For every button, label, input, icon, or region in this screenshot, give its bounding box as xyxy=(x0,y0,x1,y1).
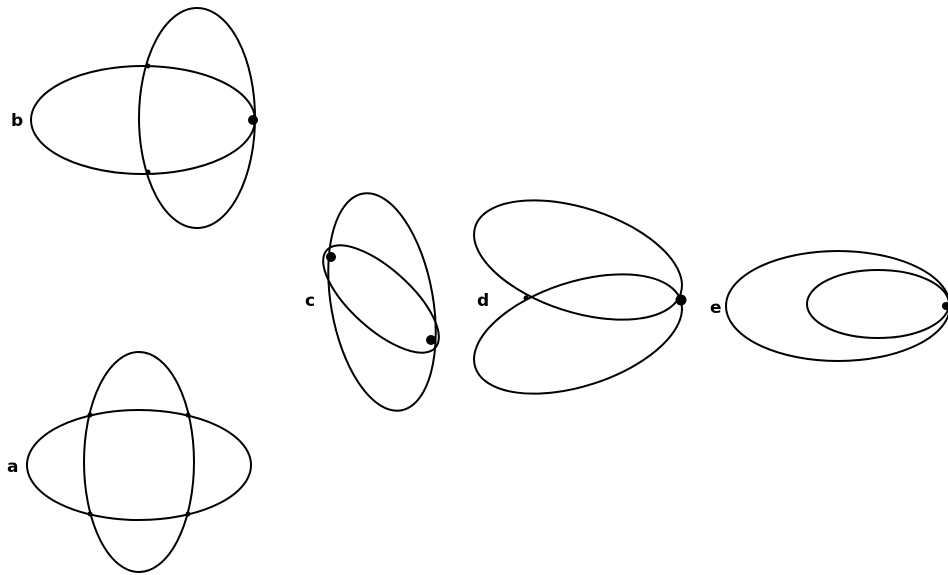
panel-c-tangency-point xyxy=(326,252,336,262)
panel-a-intersection-point xyxy=(87,511,93,517)
panel-e-outer-ellipse xyxy=(725,250,948,362)
panel-e-inner-ellipse xyxy=(806,269,948,339)
panel-b-label: b xyxy=(11,111,23,131)
panel-e: e xyxy=(710,250,948,362)
panel-a-intersection-point xyxy=(185,412,191,418)
panel-d-lower-ellipse xyxy=(473,273,683,395)
panel-d-tangency-point xyxy=(675,294,687,306)
panel-d-upper-ellipse xyxy=(473,199,683,321)
panel-c-inner-ellipse xyxy=(322,244,440,354)
panel-b-intersection-point xyxy=(145,169,151,175)
panel-a-intersection-point xyxy=(185,511,191,517)
panel-b: b xyxy=(11,7,258,229)
panel-b-vertical-ellipse xyxy=(138,7,256,229)
panel-d-label: d xyxy=(477,291,489,311)
panel-a-vertical-ellipse xyxy=(83,351,195,573)
panel-c-label: c xyxy=(305,291,315,311)
panel-c-tangency-point xyxy=(426,335,436,345)
panel-b-intersection-point xyxy=(145,63,151,69)
panel-d-intersection-point xyxy=(523,295,529,301)
panel-c-outer-ellipse xyxy=(327,192,437,412)
panel-a: a xyxy=(7,351,252,573)
panel-c: c xyxy=(305,192,440,412)
panel-b-tangency-point xyxy=(248,115,258,125)
panel-a-label: a xyxy=(7,457,18,477)
panel-e-tangency-point xyxy=(942,302,948,310)
panel-d: d xyxy=(473,199,687,395)
panel-a-intersection-point xyxy=(87,412,93,418)
panel-a-horizontal-ellipse xyxy=(26,409,252,521)
panel-e-label: e xyxy=(710,298,722,318)
